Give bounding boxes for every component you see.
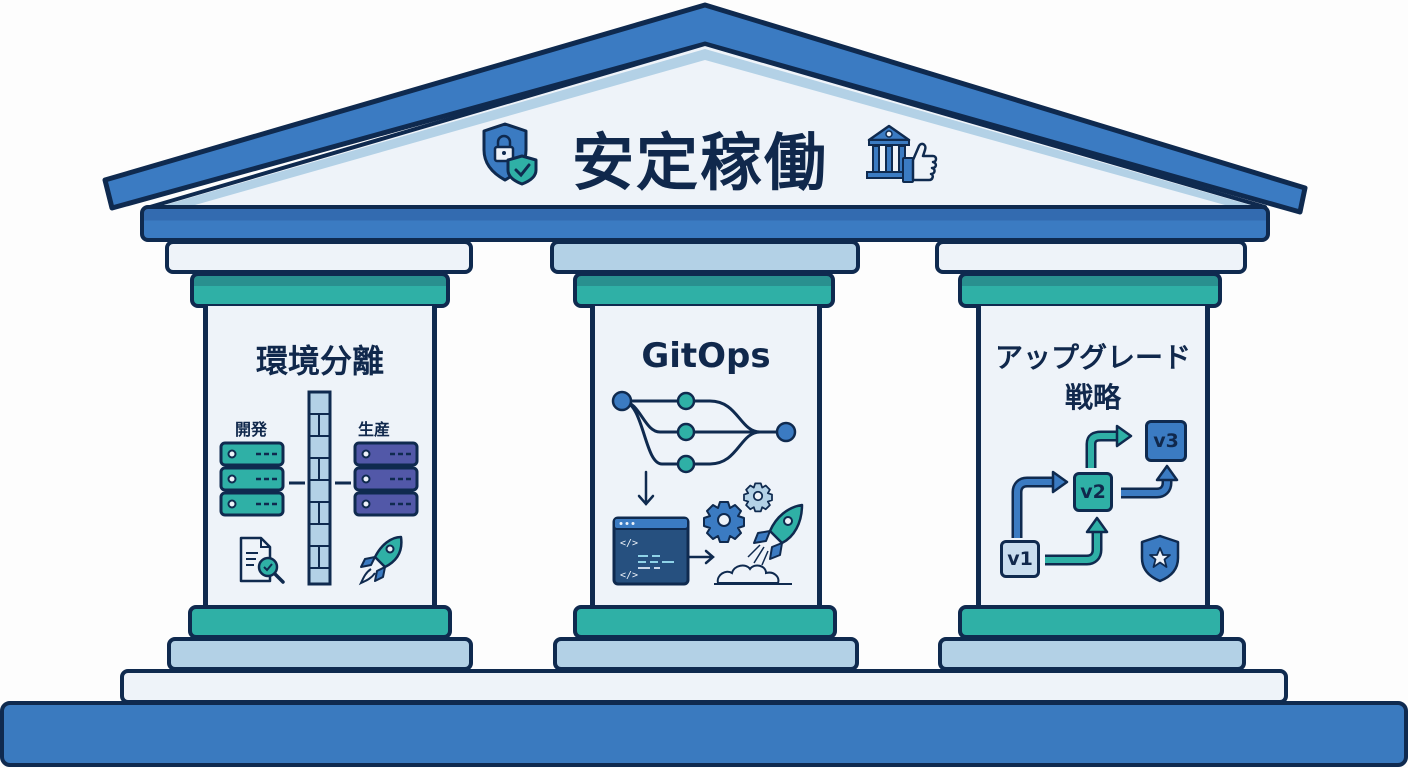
main-title: 安定稼働: [571, 126, 828, 199]
shield-star-icon: [1140, 534, 1180, 583]
pillar-title: GitOps: [641, 336, 771, 376]
gears-icon: [703, 482, 773, 543]
capital-band-right: [958, 272, 1222, 308]
pillar-title-line2: 戦略: [1064, 381, 1121, 414]
capital-top-middle: [550, 240, 860, 274]
connector-line-right: [335, 481, 351, 485]
firewall-wall-icon: [307, 390, 332, 586]
capital-top-right: [935, 240, 1247, 274]
version-box-v3: v3: [1145, 420, 1187, 462]
platform-step: [120, 669, 1288, 704]
label-prod: 生産: [358, 420, 391, 439]
pillar-title: 環境分離: [255, 342, 384, 380]
temple-thumbs-up-icon: [866, 124, 938, 183]
entablature: [140, 205, 1270, 242]
base-band-right: [958, 605, 1224, 639]
server-stack-icon-dev: [219, 441, 285, 517]
capital-top-left: [165, 240, 473, 274]
base-band-left: [188, 605, 452, 639]
rocket-launch-icon: [714, 503, 804, 585]
document-search-icon: [239, 536, 285, 584]
connector-line-left: [289, 481, 305, 485]
version-step-arrows-icon: [1011, 424, 1179, 566]
down-arrow-icon: [637, 470, 655, 506]
server-stack-icon-prod: [353, 441, 419, 517]
pillar-title-line1: アップグレード: [994, 341, 1191, 374]
version-box-v2: v2: [1073, 472, 1113, 512]
foundation: [0, 701, 1408, 767]
shield-lock-icon: [482, 122, 538, 186]
code-window-icon: </> </>: [612, 516, 690, 586]
base-step-right: [938, 637, 1246, 671]
version-box-v1: v1: [1000, 540, 1040, 578]
label-dev: 開発: [235, 420, 268, 439]
git-branch-merge-icon: [611, 390, 797, 474]
right-arrow-icon: [686, 549, 715, 565]
capital-band-left: [190, 272, 450, 308]
base-step-left: [167, 637, 473, 671]
rocket-icon: [358, 535, 403, 586]
base-band-middle: [573, 605, 837, 639]
svg-text:</>: </>: [620, 538, 638, 549]
svg-text:</>: </>: [620, 570, 638, 581]
capital-band-middle: [573, 272, 835, 308]
base-step-middle: [553, 637, 859, 671]
